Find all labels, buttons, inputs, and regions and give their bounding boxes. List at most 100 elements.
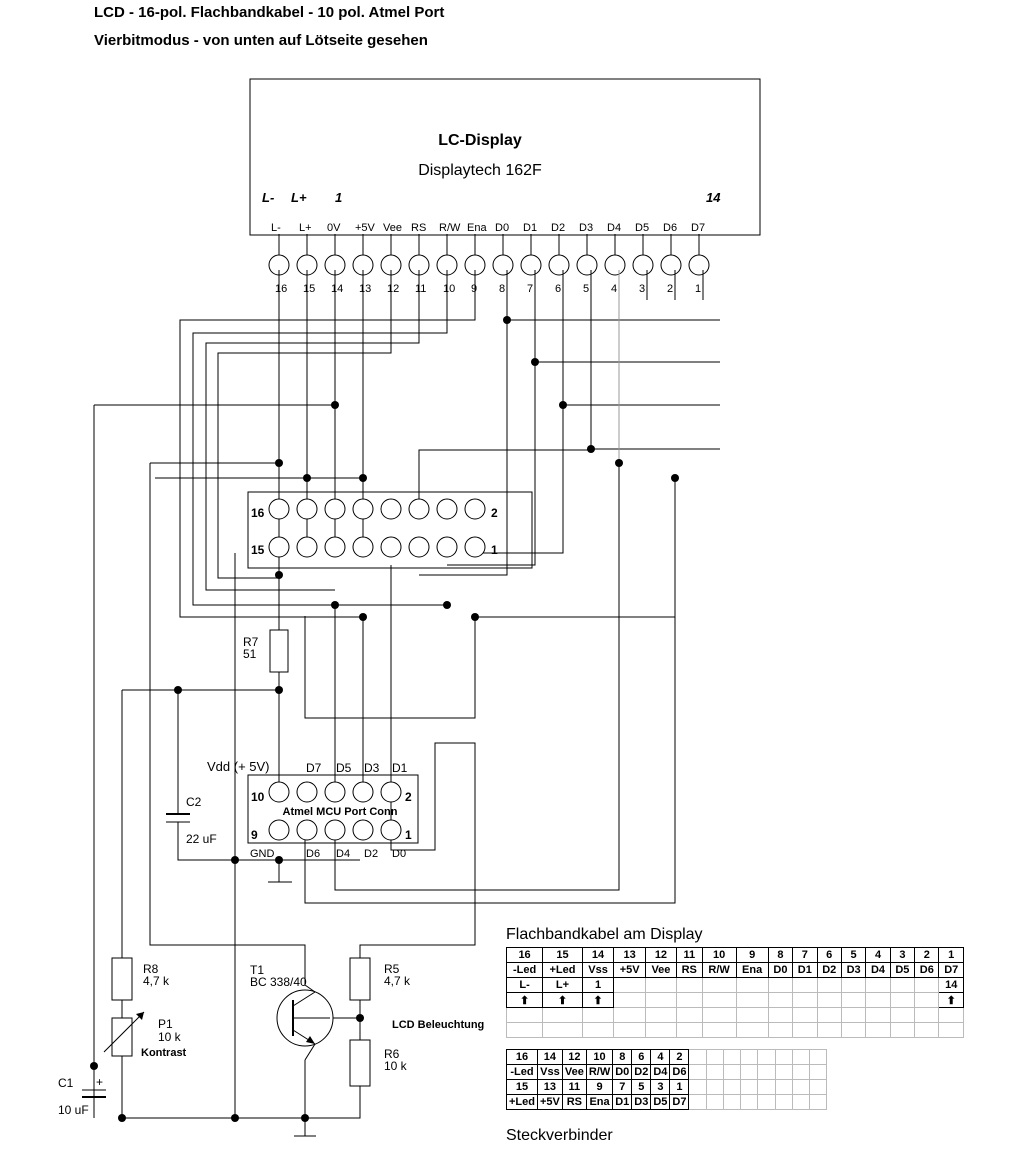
table-cell [701,992,737,1008]
lcd-pin-number: 8 [499,283,505,295]
table-cell [774,1094,793,1110]
p1-function: Kontrast [141,1047,187,1059]
table-cell [914,1007,940,1023]
table-cell: 10 [585,1049,614,1065]
connector-pin-circle [436,536,458,558]
lcd-pin-signal: D2 [551,222,565,234]
c1-plus: + [96,1075,103,1089]
connector-pin-circle [296,536,318,558]
table-cell: ⬆ [542,992,583,1008]
c1-label: C1 [58,1076,74,1090]
lcd-pin-circle [660,254,682,276]
page-subtitle: Vierbitmodus - von unten auf Lötseite ge… [94,32,428,49]
table-cell: 14 [536,1049,563,1065]
atmel-pin-circle [380,781,402,803]
lcd-pin-signal: D4 [607,222,621,234]
table-cell [840,992,867,1008]
table-cell [757,1094,776,1110]
table-cell: Vee [645,962,677,978]
table-cell [505,1022,544,1038]
table-cell: Vee [561,1064,587,1080]
table-cell [792,977,818,993]
table-cell [757,1079,776,1095]
atmel-pin-circle [352,781,374,803]
page-title: LCD - 16-pol. Flachbandkabel - 10 pol. A… [94,4,445,21]
table-cell [645,1022,677,1038]
table-cell: 6 [631,1049,652,1065]
table-cell [581,1022,615,1038]
atmel-port-connector [247,774,419,844]
lcd-pin-circle [520,254,542,276]
table-cell [840,1007,867,1023]
r7-value: 51 [243,647,257,661]
c1-value: 10 uF [58,1103,89,1117]
table-cell [840,1022,867,1038]
table-cell [613,1022,647,1038]
table-cell [767,977,794,993]
table-row-empty [505,1007,964,1023]
table-cell [675,992,703,1008]
lcd-display-model: Displaytech 162F [418,162,542,179]
table-cell [757,1064,776,1080]
atmel-pin-1: 1 [405,828,412,842]
table-cell [705,1049,724,1065]
connector-pin-circle [464,498,486,520]
lcd-top-label-14: 14 [706,190,721,205]
table-cell: 5 [631,1079,652,1095]
table-cell [740,1094,759,1110]
p1-value: 10 k [158,1030,182,1044]
lcd-pin-signal: R/W [439,222,461,234]
table-cell [774,1064,793,1080]
table-cell: 13 [613,947,647,963]
table-cell: 11 [561,1079,587,1095]
connector-pin-circle [408,498,430,520]
table-cell [865,992,891,1008]
connector-pin-circle [380,536,402,558]
table-cell [722,1049,742,1065]
junctions [90,316,679,1122]
table-cell [705,1094,724,1110]
table-cell [705,1064,724,1080]
atmel-signal-d1: D1 [392,761,408,775]
connector-pin-circle [380,498,402,520]
table-cell: D2 [816,962,842,978]
lcd-pin-signal: L+ [299,222,312,234]
lcd-top-label-lplus: L+ [291,190,307,205]
table-cell [701,1007,737,1023]
table-cell [722,1094,742,1110]
table-cell [889,1022,916,1038]
table-cell [889,1007,916,1023]
table-row-empty [505,1022,964,1038]
table-cell: D3 [631,1094,652,1110]
table-cell [792,1007,818,1023]
lcd-pin-number: 7 [527,283,533,295]
table-cell: 12 [645,947,677,963]
table-cell [791,1049,811,1065]
resistor-r8 [111,957,133,1001]
table-cell [705,1079,724,1095]
table-cell: ⬆ [581,992,615,1008]
resistor-r5 [349,957,371,1001]
atmel-gnd-label: GND [250,848,275,860]
table-cell: D3 [840,962,867,978]
table-cell [675,1022,703,1038]
r8-label: R8 [143,962,159,976]
r8-value: 4,7 k [143,974,170,988]
table-cell: Vss [581,962,615,978]
table-cell: D7 [669,1094,690,1110]
table-cell: D1 [612,1094,633,1110]
connector-pin-circle [296,498,318,520]
potentiometer-p1 [103,1011,145,1057]
table-cell [740,1079,759,1095]
table-cell [688,1079,707,1095]
table-cell [809,1094,828,1110]
lcd-pin-circle [576,254,598,276]
table-cell [735,977,769,993]
connector-pin-circle [436,498,458,520]
connector-pin-circle [324,498,346,520]
table-connector-caption: Steckverbinder [506,1127,613,1144]
lcd-pin-signal: L- [271,222,281,234]
